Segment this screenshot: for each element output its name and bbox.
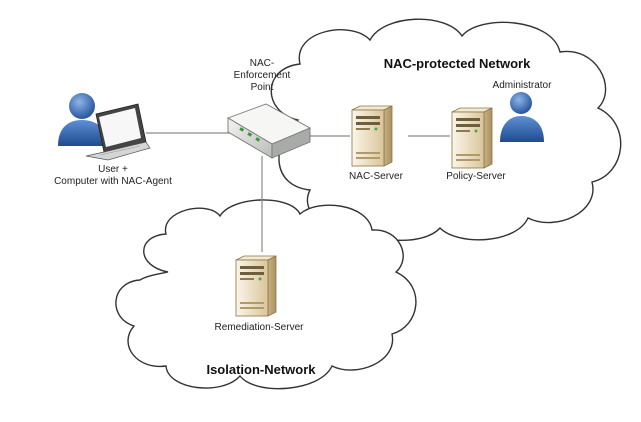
policy-server-icon	[451, 107, 493, 169]
isolation-network-title: Isolation-Network	[206, 362, 316, 377]
nac-server-icon	[351, 105, 393, 167]
enforcement-point-device-icon	[226, 103, 312, 159]
nac-server-label: NAC-Server	[349, 171, 403, 182]
nac-protected-network-title: NAC-protected Network	[383, 56, 531, 71]
administrator-icon	[500, 92, 544, 142]
user-computer-icon	[58, 93, 151, 161]
remediation-server-icon	[235, 255, 277, 317]
user-computer-label: User + Computer with NAC-Agent	[54, 164, 172, 187]
enforcement-point-label: NAC- Enforcement Point	[233, 58, 291, 93]
remediation-server-label: Remediation-Server	[214, 322, 304, 333]
administrator-label: Administrator	[492, 80, 552, 91]
policy-server-label: Policy-Server	[446, 171, 506, 182]
